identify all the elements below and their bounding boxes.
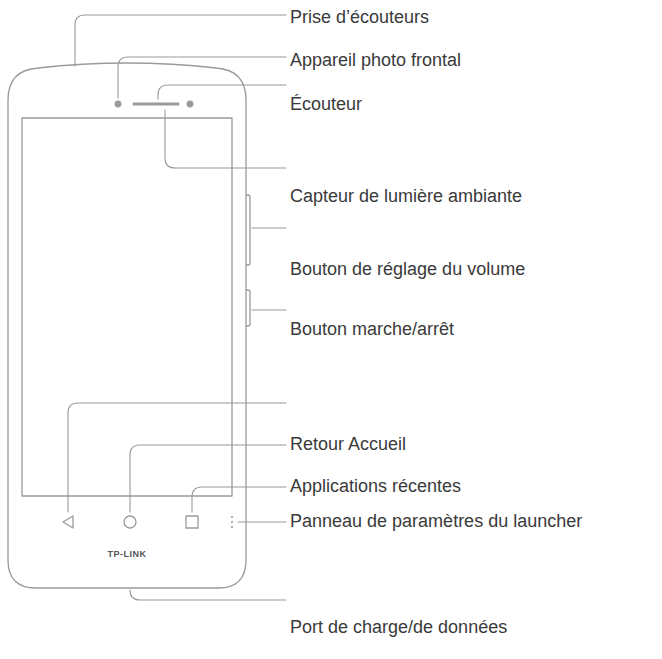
brand-logo: TP-LINK [108, 549, 147, 560]
part-label: Panneau de paramètres du launcher [290, 510, 582, 532]
part-label: Bouton de réglage du volume [290, 258, 525, 280]
part-label: Appareil photo frontal [290, 49, 461, 71]
phone-body [8, 63, 246, 588]
part-label: Écouteur [290, 93, 362, 115]
part-label: Port de charge/de données [290, 616, 507, 638]
part-label: Retour Accueil [290, 433, 406, 455]
front-camera [115, 101, 121, 107]
part-label: Prise d’écouteurs [290, 6, 429, 28]
menu-icon [231, 516, 233, 528]
part-label: Capteur de lumière ambiante [290, 185, 522, 207]
screen [22, 118, 232, 496]
recent-icon [186, 516, 198, 528]
back-icon [63, 516, 73, 528]
leader-lines [68, 15, 286, 600]
part-label: Bouton marche/arrêt [290, 318, 454, 340]
earpiece [134, 103, 178, 106]
part-label: Applications récentes [290, 475, 461, 497]
home-icon [124, 516, 136, 528]
light-sensor [187, 101, 193, 107]
